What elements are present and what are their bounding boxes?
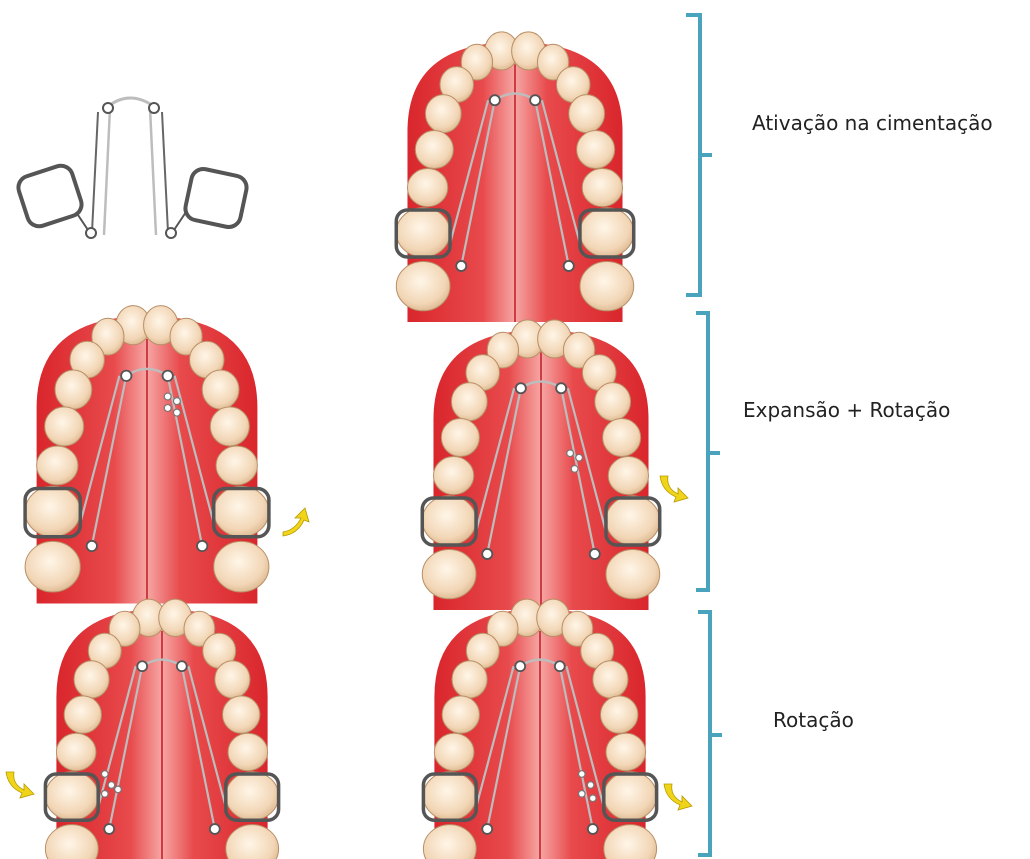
tooth <box>604 772 657 820</box>
curved-arrow-icon <box>664 784 692 810</box>
tooth <box>422 496 476 545</box>
bracket-row2 <box>696 313 720 590</box>
tooth <box>434 733 474 770</box>
tooth <box>593 661 628 698</box>
tooth <box>580 262 634 311</box>
tooth <box>25 541 80 592</box>
appliance-alone <box>15 98 248 238</box>
arch-bottom-right <box>423 599 692 859</box>
tooth <box>407 169 447 207</box>
tooth <box>25 486 80 537</box>
bracket-row1 <box>686 15 712 295</box>
bracket-row3 <box>698 612 722 855</box>
tooth <box>214 541 269 592</box>
arch-top-right <box>396 32 633 322</box>
tooth <box>37 446 78 485</box>
tooth <box>210 407 249 446</box>
tooth <box>396 262 450 311</box>
tooth <box>45 407 84 446</box>
tooth <box>608 457 648 495</box>
tooth <box>441 418 479 456</box>
tooth <box>226 772 279 820</box>
tooth <box>45 772 98 820</box>
tooth <box>215 661 250 698</box>
label-ativacao: Ativação na cimentação <box>752 111 993 135</box>
tooth <box>228 733 268 770</box>
right-band <box>183 167 249 230</box>
tooth <box>577 130 615 168</box>
tooth <box>425 95 461 133</box>
curved-arrow-icon <box>660 476 688 502</box>
tooth <box>214 486 269 537</box>
tooth <box>216 446 257 485</box>
tooth <box>396 208 450 257</box>
tooth <box>442 696 479 733</box>
label-expansao-rotacao: Expansão + Rotação <box>743 398 950 422</box>
arch-mid-left <box>25 306 309 604</box>
tooth <box>202 370 239 409</box>
left-band <box>15 163 84 230</box>
tooth <box>606 496 660 545</box>
tooth <box>422 550 476 599</box>
tooth <box>601 696 638 733</box>
label-rotacao: Rotação <box>773 708 854 732</box>
tooth <box>74 661 109 698</box>
tooth <box>595 383 631 421</box>
tooth <box>603 418 641 456</box>
curved-arrow-icon <box>6 772 34 798</box>
curved-arrow-icon <box>283 508 309 536</box>
tooth <box>451 383 487 421</box>
tooth <box>569 95 605 133</box>
tooth <box>582 169 622 207</box>
tooth <box>433 457 473 495</box>
arch-mid-right <box>422 320 688 610</box>
tooth <box>223 696 260 733</box>
tooth <box>452 661 487 698</box>
tooth <box>606 733 646 770</box>
tooth <box>415 130 453 168</box>
tooth <box>64 696 101 733</box>
tooth <box>606 550 660 599</box>
tooth <box>55 370 92 409</box>
tooth <box>423 772 476 820</box>
arch-bottom-left <box>6 599 279 859</box>
tooth <box>580 208 634 257</box>
tooth <box>56 733 96 770</box>
